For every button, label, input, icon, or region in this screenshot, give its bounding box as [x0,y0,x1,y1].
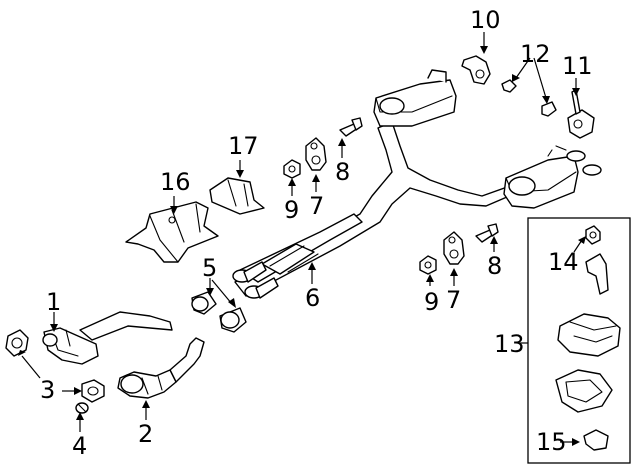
callout-9-left: 9 [284,196,299,224]
callout-14: 14 [548,248,579,276]
callout-11: 11 [562,52,593,80]
front-left-converter[interactable] [42,311,173,365]
callout-17: 17 [228,132,259,160]
reinforcement-kit[interactable] [527,217,631,464]
callout-3: 3 [40,376,55,404]
bracket[interactable] [461,55,491,85]
heat-shield-upper[interactable] [209,177,265,215]
reinforcement-plate[interactable] [555,313,621,413]
callout-13: 13 [494,330,525,358]
clamp[interactable] [191,291,217,315]
callout-7-left: 7 [309,192,324,220]
clamp[interactable] [219,307,247,333]
callout-12: 12 [520,40,551,68]
bolt[interactable] [475,223,499,243]
mounting-bolt[interactable] [541,101,557,117]
callout-8-right: 8 [487,252,502,280]
callout-6: 6 [305,284,320,312]
mounting-bolt[interactable] [501,79,517,93]
intermediate-pipe[interactable] [232,213,363,299]
hanger[interactable] [443,231,465,265]
front-right-converter[interactable] [117,337,205,399]
bolt[interactable] [339,117,363,137]
rear-hanger[interactable] [567,89,595,139]
callout-15: 15 [536,428,567,456]
callout-2: 2 [138,420,153,448]
callout-8-left: 8 [335,158,350,186]
gasket[interactable] [81,379,105,403]
hanger[interactable] [305,137,327,171]
callout-4: 4 [72,432,87,460]
callout-16: 16 [160,168,191,196]
callout-5: 5 [202,254,217,282]
nut-kit[interactable] [585,225,609,295]
callout-10: 10 [470,6,501,34]
nut[interactable] [283,159,301,179]
callout-9-right: 9 [424,288,439,316]
heat-shield-lower[interactable] [125,201,219,263]
gasket[interactable] [5,329,29,357]
callout-7-right: 7 [446,286,461,314]
callout-1: 1 [46,288,61,316]
nut[interactable] [419,255,437,275]
clip[interactable] [75,402,89,414]
clip-kit[interactable] [583,429,609,451]
leader-lines [18,32,586,446]
